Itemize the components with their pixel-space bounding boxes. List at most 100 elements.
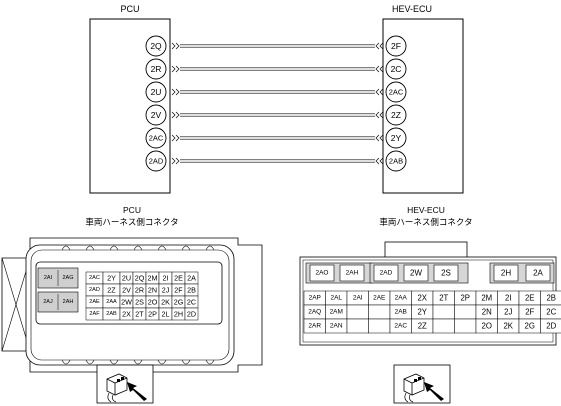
pcu-pin-label: 2AB	[106, 311, 117, 317]
hev-top-pin-cell	[339, 264, 365, 282]
hev-top-pin-label: 2S	[441, 269, 451, 278]
pcu-pin-label: 2Y	[107, 274, 116, 283]
hev-pin-label: 2J	[504, 308, 512, 317]
hev-empty-cell	[368, 304, 391, 320]
hev-top-pin-label: 2AO	[315, 270, 328, 277]
hev-pin-label: 2Y	[417, 308, 427, 317]
pcu-pin-label: 2X	[122, 310, 131, 319]
hev-pin-label: 2I	[505, 294, 512, 303]
pcu-pin-label: 2C	[187, 298, 196, 307]
hev-pin-label: 2N	[482, 308, 492, 317]
hev-terminal-label: 2C	[391, 64, 402, 74]
hev-top-pin-cell	[373, 264, 399, 282]
pcu-terminal-label: 2AD	[149, 157, 164, 166]
hev-pin-label: 2AA	[395, 295, 408, 302]
hev-pin-label: 2AN	[330, 323, 343, 330]
hev-terminal-label: 2AB	[389, 157, 403, 166]
hev-connector-title: HEV-ECU	[407, 205, 445, 215]
pcu-terminal-label: 2R	[151, 64, 162, 74]
wire: 2AD 2AB	[145, 150, 407, 172]
pcu-pin-label: 2B	[187, 286, 196, 295]
hev-empty-cell	[368, 318, 391, 334]
hev-pin-label: 2AM	[330, 309, 343, 316]
pcu-connector-title: PCU	[123, 205, 141, 215]
pcu-side-pin-label: 2AG	[62, 275, 73, 281]
pcu-terminal-label: 2Q	[150, 41, 162, 51]
hev-ecu-title: HEV-ECU	[392, 4, 432, 14]
pcu-pin-label: 2U	[122, 274, 131, 283]
hev-top-pin-cell	[309, 264, 335, 282]
pcu-side-pin-label: 2AJ	[43, 299, 53, 305]
pcu-terminal-label: 2V	[151, 110, 162, 120]
pcu-pin-label: 2J	[162, 286, 170, 295]
pcu-terminal-label: 2AC	[149, 134, 164, 143]
hev-top-pin-cell	[525, 264, 551, 282]
hev-pin-label: 2G	[525, 322, 535, 331]
hev-top-pin-cell	[493, 264, 519, 282]
hev-top-pin-label: 2AH	[346, 270, 359, 277]
pcu-side-pin-label: 2AH	[63, 299, 74, 305]
hev-top-pin-label: 2W	[410, 269, 422, 278]
pcu-pin-label: 2AF	[89, 311, 100, 317]
hev-top-pin-label: 2AD	[380, 270, 393, 277]
hev-pin-label: 2AQ	[308, 309, 321, 316]
hev-empty-cell	[432, 304, 455, 320]
hev-pin-label: 2B	[546, 294, 556, 303]
hev-connector-subtitle: 車両ハーネス側コネクタ	[379, 217, 472, 227]
pcu-pin-label: 2I	[163, 274, 169, 283]
pcu-pin-label: 2T	[135, 310, 144, 319]
pcu-pin-label: 2M	[148, 274, 158, 283]
hev-top-pin-cell	[403, 264, 429, 282]
hev-top-pin-cell	[433, 264, 459, 282]
hev-connector-view-icon	[393, 364, 451, 404]
wire: 2U 2AC	[145, 81, 407, 103]
pcu-pin-label: 2W	[121, 298, 132, 307]
pcu-pin-label: 2R	[135, 286, 144, 295]
pcu-pin-label: 2K	[161, 298, 170, 307]
pcu-pin-label: 2E	[174, 274, 183, 283]
pcu-pin-label: 2AE	[89, 299, 100, 305]
hev-pin-label: 2AE	[373, 295, 386, 302]
hev-pin-label: 2AI	[353, 295, 363, 302]
wire: 2AC 2Y	[145, 127, 407, 149]
pcu-pin-label: 2AD	[89, 287, 100, 293]
pcu-pin-label: 2P	[148, 310, 157, 319]
wire: 2R 2C	[145, 58, 407, 80]
hev-empty-cell	[454, 318, 477, 334]
pcu-pin-label: 2N	[148, 286, 157, 295]
pcu-pin-label: 2V	[122, 286, 131, 295]
hev-pin-label: 2M	[481, 294, 492, 303]
hev-terminal-label: 2Z	[391, 110, 401, 120]
pcu-pin-label: 2AA	[106, 299, 117, 305]
hev-empty-cell	[454, 304, 477, 320]
pcu-pin-label: 2H	[174, 310, 183, 319]
pcu-pin-label: 2AC	[89, 275, 100, 281]
hev-pin-label: 2Z	[418, 322, 427, 331]
pcu-title: PCU	[120, 4, 139, 14]
pcu-pin-label: 2A	[187, 274, 196, 283]
hev-terminal-label: 2AC	[389, 88, 404, 97]
hev-pin-label: 2AB	[395, 309, 407, 316]
hev-empty-cell	[346, 318, 369, 334]
pcu-terminal-label: 2U	[151, 87, 162, 97]
pcu-pin-label: 2F	[174, 286, 183, 295]
hev-pin-label: 2P	[460, 294, 470, 303]
pcu-pin-label: 2L	[162, 310, 170, 319]
pcu-side-pin-label: 2AI	[44, 275, 53, 281]
hev-pin-label: 2X	[417, 294, 427, 303]
hev-pin-label: 2F	[525, 308, 534, 317]
hev-top-pin-label: 2A	[533, 269, 543, 278]
hev-terminal-label: 2Y	[391, 133, 402, 143]
hev-pin-label: 2AR	[308, 323, 321, 330]
pcu-connector-view-icon	[96, 364, 154, 404]
hev-pin-label: 2E	[525, 294, 535, 303]
pcu-pin-label: 2Z	[107, 286, 116, 295]
pcu-pin-label: 2S	[135, 298, 144, 307]
pcu-connector-subtitle: 車両ハーネス側コネクタ	[85, 217, 178, 227]
